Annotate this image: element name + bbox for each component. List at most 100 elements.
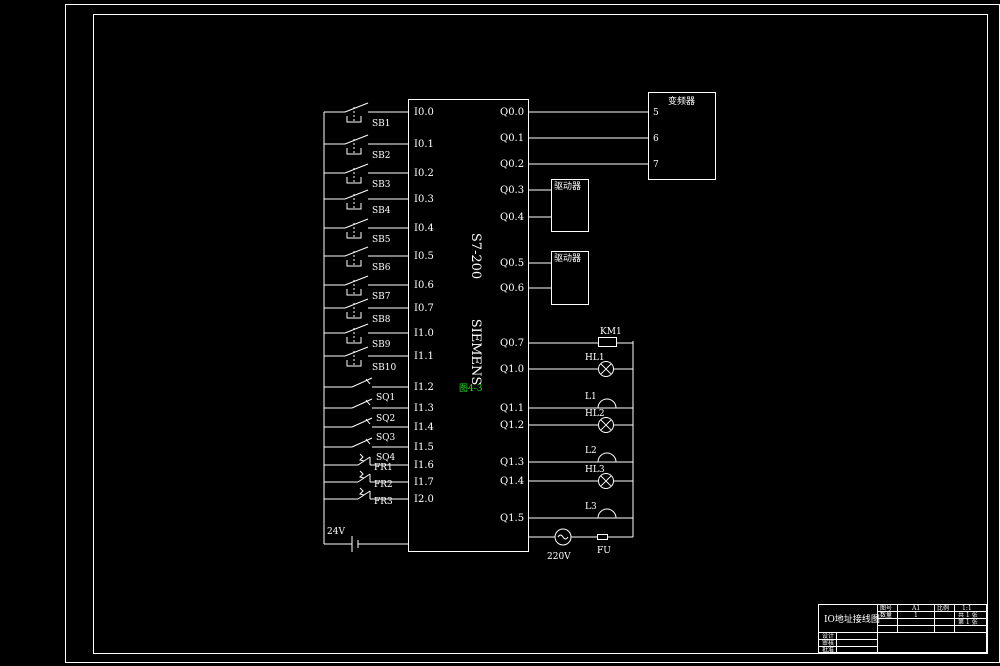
actuator-head	[346, 337, 362, 344]
input-pin-label: I0.5	[414, 251, 434, 262]
title-block-frame	[818, 604, 987, 653]
input-device-label: FR3	[374, 497, 393, 507]
bell-shape	[597, 398, 617, 409]
input-device-label: SQ1	[376, 393, 395, 403]
input-device-label: SB8	[372, 315, 391, 325]
fuse-label: FU	[597, 546, 611, 556]
load-device-label: L1	[585, 392, 597, 402]
actuator-head	[346, 116, 362, 123]
tb-cell: 图号	[880, 605, 892, 612]
plc-module: S7-200 SIEMENS 图4-3	[408, 99, 529, 552]
output-pin-label: Q0.5	[500, 258, 524, 269]
output-pin-label: Q1.2	[500, 420, 524, 431]
limit-tick	[365, 418, 371, 425]
input-device-label: SB5	[372, 235, 391, 245]
tb-cell: 共 1 张	[958, 611, 978, 619]
plc-box	[408, 99, 529, 552]
input-device-label: SB6	[372, 263, 391, 273]
contact-blade	[344, 163, 369, 174]
plc-figure-tag: 图4-3	[459, 383, 483, 394]
input-pin-label: I1.1	[414, 351, 434, 362]
load-hl3: Q1.4 HL3	[500, 465, 633, 489]
contact-blade	[351, 398, 373, 409]
tb-cell: 数量	[880, 611, 892, 619]
load-device-label: L2	[585, 446, 597, 456]
driver-box	[551, 251, 589, 305]
lamp-cross	[600, 363, 612, 375]
plc-model: S7-200	[468, 233, 483, 279]
contact-blade	[344, 246, 369, 257]
contact-blade	[344, 346, 369, 357]
tb-cell: 比例	[937, 604, 949, 612]
load-device-label: L3	[585, 502, 597, 512]
load-l1: Q1.1 L1	[500, 392, 633, 414]
input-device-label: SB10	[372, 363, 397, 373]
input-pin-label: I1.4	[414, 422, 434, 433]
actuator-head	[346, 289, 362, 296]
coil-box	[598, 337, 617, 347]
driver-label: 驱动器	[554, 181, 581, 192]
input-device-label: SB7	[372, 292, 391, 302]
input-pin-label: I0.0	[414, 107, 434, 118]
tb-role: 批准	[822, 646, 834, 654]
input-device-label: FR1	[374, 463, 393, 473]
input-device-label: SB4	[372, 206, 391, 216]
output-pin-label: Q1.1	[500, 403, 524, 414]
ac-voltage-label: 220V	[547, 552, 571, 562]
contact-blade	[344, 275, 369, 286]
contact-blade	[344, 189, 369, 200]
plc-brand: SIEMENS	[468, 319, 483, 386]
limit-tick	[365, 438, 371, 445]
input-pin-label: I1.2	[414, 382, 434, 393]
actuator-head	[346, 260, 362, 267]
input-pin-label: I0.1	[414, 139, 434, 150]
inner-frame	[93, 14, 988, 654]
load-l2: Q1.3L2	[500, 446, 633, 468]
input-pin-label: I0.6	[414, 280, 434, 291]
title-block: IO地址接线图 图号 A1 比例 1:1 数量 1 共 1 张 第 1 张 设计…	[818, 604, 987, 654]
input-pin-label: I2.0	[414, 494, 434, 505]
output-pin-label: Q1.5	[500, 513, 524, 524]
input-pin-label: I0.7	[414, 303, 434, 314]
inverter-terminal: 6	[653, 134, 659, 144]
actuator-head	[346, 177, 362, 184]
input-pin-label: I0.3	[414, 194, 434, 205]
contact-blade	[344, 102, 369, 113]
input-24v-supply: 24V	[323, 499, 408, 552]
inverter-terminal: 5	[653, 108, 659, 118]
bell-shape	[597, 452, 617, 463]
driver-label: 驱动器	[554, 253, 581, 264]
input-device-label: SQ4	[376, 453, 396, 463]
input-fr3: I2.0 FR3	[324, 487, 434, 507]
limit-tick	[365, 399, 371, 406]
output-pin-label: Q0.6	[500, 283, 524, 294]
output-pin-label: Q0.4	[500, 212, 524, 223]
contact-blade	[351, 437, 373, 448]
load-device-label: HL3	[585, 465, 605, 475]
output-pin-label: Q0.1	[500, 133, 524, 144]
tb-cell: 1:1	[962, 605, 972, 612]
output-pin-label: Q1.4	[500, 476, 524, 487]
thermal-mark	[359, 487, 365, 496]
thermal-mark	[359, 470, 365, 479]
contact-blade	[344, 218, 369, 229]
inverter-label: 变频器	[668, 95, 695, 107]
thermal-mark	[359, 453, 365, 462]
fuse-box	[597, 534, 608, 540]
contact-blade	[344, 298, 369, 309]
actuator-head	[346, 203, 362, 210]
lamp-cross	[600, 419, 612, 431]
tb-cell: A1	[911, 605, 920, 612]
